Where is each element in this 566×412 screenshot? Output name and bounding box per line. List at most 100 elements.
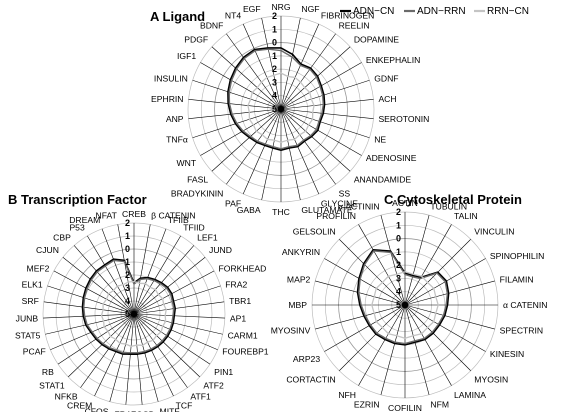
series-adn-rrn xyxy=(83,259,175,354)
category-label-nfkb: NFKB xyxy=(55,392,78,402)
legend: ADN−CN ADN−RRN RRN−CN xyxy=(340,6,529,17)
category-label-nfh: NFH xyxy=(338,390,356,400)
spoke-tcf xyxy=(133,313,174,397)
category-label-pdgf: PDGF xyxy=(184,34,208,44)
category-label-gdnf: GDNF xyxy=(374,74,398,84)
category-label-adenosine: ADENOSINE xyxy=(366,153,417,163)
spoke-srf xyxy=(43,301,135,315)
category-label-ss: SS xyxy=(339,188,351,198)
radial-tick-7: 5 xyxy=(396,300,401,310)
category-label-cortactin: CORTACTIN xyxy=(286,374,335,384)
series-rrn-cn xyxy=(247,72,315,143)
spoke-bdnf xyxy=(226,33,282,110)
radial-tick-4: 2 xyxy=(125,270,130,280)
spoke-serotonin xyxy=(280,108,374,120)
category-label-nrg: NRG xyxy=(271,2,290,12)
category-label-vinculin: VINCULIN xyxy=(474,227,514,237)
category-label-stat5: STAT5 xyxy=(15,330,41,340)
panel-title-ligand: A Ligand xyxy=(150,9,205,24)
spoke-nfkb xyxy=(80,313,135,388)
category-label-actin: ACTIN xyxy=(392,198,418,208)
category-label-ngf: NGF xyxy=(301,4,319,14)
category-label-bdnf: BDNF xyxy=(200,21,223,31)
radial-tick-6: 4 xyxy=(396,287,401,297)
spoke-adenosine xyxy=(280,108,362,156)
category-label-spectrin: SPECTRIN xyxy=(500,325,543,335)
radial-tick-2: 0 xyxy=(272,38,277,48)
spoke-bradykinin xyxy=(226,108,282,185)
spoke-gdnf xyxy=(280,79,370,110)
radial-tick-3: 1 xyxy=(125,257,130,267)
radial-tick-3: 1 xyxy=(396,247,401,257)
spoke-ach xyxy=(280,98,374,110)
radial-tick-5: 3 xyxy=(272,77,277,87)
category-label-catenin: α CATENIN xyxy=(503,300,547,310)
category-label-rb: RB xyxy=(42,367,54,377)
spoke-profilin xyxy=(358,224,406,306)
spoke-fasl xyxy=(211,108,282,172)
spoke-cfos xyxy=(109,313,135,402)
spoke-tubulin xyxy=(404,215,430,306)
series-adn-cn xyxy=(356,248,450,346)
spoke-egf xyxy=(261,17,282,110)
spoke-mef2 xyxy=(53,270,135,315)
spoke-paf xyxy=(242,108,282,195)
category-label-ap1: AP1 xyxy=(230,313,246,323)
radial-tick-5: 3 xyxy=(396,273,401,283)
category-label-lamina: LAMINA xyxy=(454,390,486,400)
spoke-cortactin xyxy=(339,304,406,371)
spoke-catenin xyxy=(133,224,151,315)
spoke-wnt xyxy=(200,108,282,156)
radial-tick-2: 0 xyxy=(125,244,130,254)
spoke-crem xyxy=(94,313,135,397)
radial-tick-1: 1 xyxy=(272,24,277,34)
category-label-mbp: MBP xyxy=(288,300,307,310)
category-label-crem: CREM xyxy=(67,400,92,410)
category-label-talin: TALIN xyxy=(454,211,478,221)
spoke-atf2 xyxy=(133,313,200,378)
radial-tick-2: 0 xyxy=(396,234,401,244)
spoke-gaba xyxy=(261,108,282,201)
spoke-ss xyxy=(280,108,336,185)
spoke-kinesin xyxy=(404,304,486,352)
category-label-reelin: REELIN xyxy=(339,21,370,31)
spoke-myosin xyxy=(404,304,471,371)
category-label-anp: ANP xyxy=(166,114,184,124)
category-label-fibrinogen: FIBRINOGEN xyxy=(321,10,374,20)
category-label-arp23: ARP23 xyxy=(293,354,320,364)
category-label-elk1: ELK1 xyxy=(22,279,43,289)
spoke-carm1 xyxy=(133,313,223,335)
spoke-anp xyxy=(188,108,282,120)
panel-title-cytoskeletal-protein: C Cytoskeletal Protein xyxy=(384,192,522,207)
category-label-paf: PAF xyxy=(225,199,241,209)
category-label-ne: NE xyxy=(374,134,386,144)
category-label-gaba: GABA xyxy=(237,205,261,215)
series-adn-cn xyxy=(81,258,177,355)
radial-tick-1: 1 xyxy=(125,231,130,241)
category-label-mef2: MEF2 xyxy=(27,264,50,274)
spoke-ankyrin xyxy=(324,258,406,306)
panel-title-transcription-factor: B Transcription Factor xyxy=(8,192,147,207)
spoke-stat5 xyxy=(45,313,135,335)
spoke-pdgf xyxy=(211,46,282,110)
category-label-kinesin: KINESIN xyxy=(490,349,524,359)
category-label-ach: ACH xyxy=(378,94,396,104)
category-label-fra1: FRA1 xyxy=(114,410,136,412)
spoke-dream xyxy=(101,228,135,315)
category-label-cjun: CJUN xyxy=(36,245,59,255)
category-label-actinin: α ACTININ xyxy=(338,201,380,211)
category-label-fourebp1: FOUREBP1 xyxy=(222,347,269,357)
spoke-cbp xyxy=(73,245,135,315)
spoke-ephrin xyxy=(188,98,282,110)
category-label-myosin: MYOSIN xyxy=(474,374,508,384)
spoke-map2 xyxy=(315,280,406,306)
category-label-serotonin: SEROTONIN xyxy=(378,114,429,124)
spoke-p53 xyxy=(87,235,135,315)
category-label-carm1: CARM1 xyxy=(228,330,258,340)
category-label-nt4: NT4 xyxy=(225,10,241,20)
radial-tick-0: 2 xyxy=(396,207,401,217)
radial-tick-6: 4 xyxy=(272,91,277,101)
spoke-tfiib xyxy=(133,228,167,315)
category-label-tfiib: TFIIB xyxy=(168,215,189,225)
